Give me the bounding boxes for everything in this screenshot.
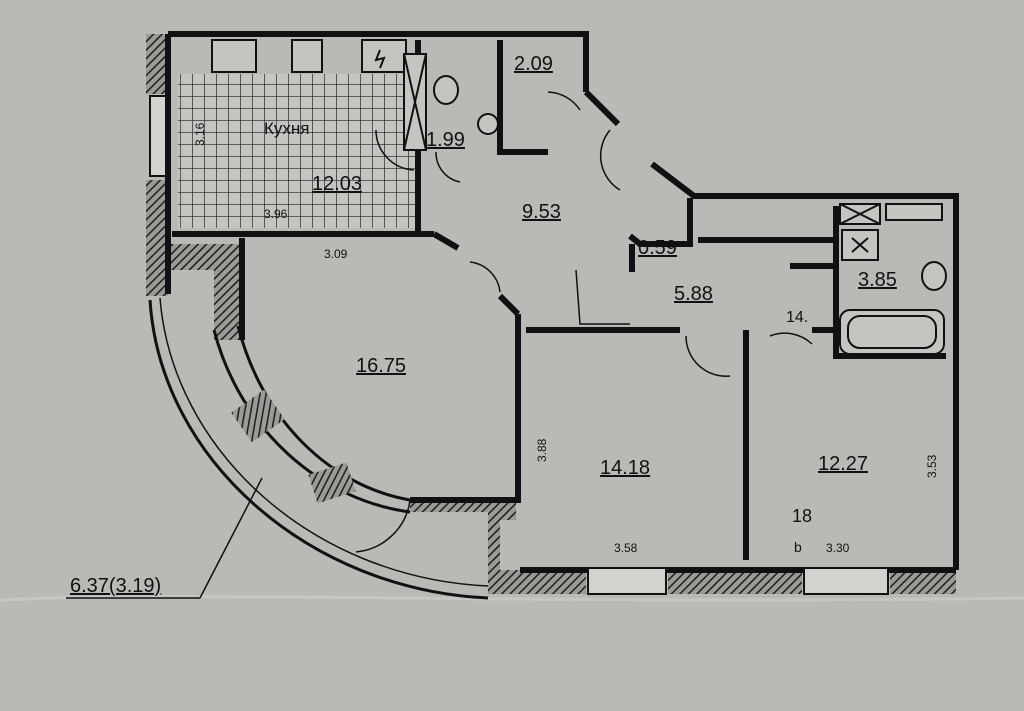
small-bathroom-area: 1.99: [426, 129, 465, 151]
balcony-area: 6.37(3.19): [70, 575, 161, 597]
bottom-wall-hatch-2: [668, 570, 802, 594]
bedroom1-window: [587, 567, 667, 595]
left-column-hatch: [146, 34, 168, 94]
balcony-inner-arc: [159, 297, 489, 587]
corridor-area: 5.88: [674, 283, 713, 305]
bedroom1-area: 14.18: [600, 457, 650, 479]
bathroom-area: 3.85: [858, 269, 897, 291]
glazing-pier-2: [308, 462, 356, 504]
kitchen-area: 12.03: [312, 173, 362, 195]
mark-18: 18: [792, 506, 812, 526]
balcony-pointer-line: [199, 477, 263, 599]
bottom-wall-hatch-1: [488, 570, 586, 594]
bathroom-fixtures: [839, 203, 947, 355]
door-swings: [355, 91, 813, 553]
small-bathroom-fixtures: [403, 53, 499, 151]
kitchen-height-dim: 3.16: [193, 122, 207, 146]
kitchen-label: Кухня: [264, 119, 310, 138]
living-area: 16.75: [356, 355, 406, 377]
bedroom2-area: 12.27: [818, 453, 868, 475]
bedroom2-window: [803, 567, 889, 595]
living-glazing-arc: [212, 329, 411, 514]
bedroom1-width-dim: 3.58: [614, 541, 638, 555]
closet-area: 2.09: [514, 53, 553, 75]
kitchen-window: [149, 95, 167, 177]
living-low-hatch: [410, 500, 516, 590]
left-wall-hatch: [146, 180, 168, 296]
paper-crease: [0, 594, 1024, 602]
bottom-wall-hatch-3: [890, 570, 956, 594]
living-corner-hatch: [168, 244, 240, 340]
living-width-dim: 3.09: [324, 247, 348, 261]
glazing-pier-1: [231, 389, 285, 443]
hall-area: 9.53: [522, 201, 561, 223]
bedroom2-width-dim: 3.30: [826, 541, 850, 555]
mark-b-glyph: b: [794, 539, 802, 555]
wardrobe-area: 0.59: [638, 237, 677, 259]
kitchen-width-dim: 3.96: [264, 207, 288, 221]
kitchen-fixtures: [211, 39, 407, 73]
bedroom1-height-dim: 3.88: [535, 438, 549, 462]
living-glazing-arc-inner: [236, 325, 411, 502]
kitchen-floor-tiles: [178, 74, 416, 228]
mark-14: 14.: [786, 309, 808, 326]
stove-icon: [374, 49, 386, 69]
bedroom2-height-dim: 3.53: [925, 454, 939, 478]
balcony-outer-arc: [148, 299, 489, 600]
